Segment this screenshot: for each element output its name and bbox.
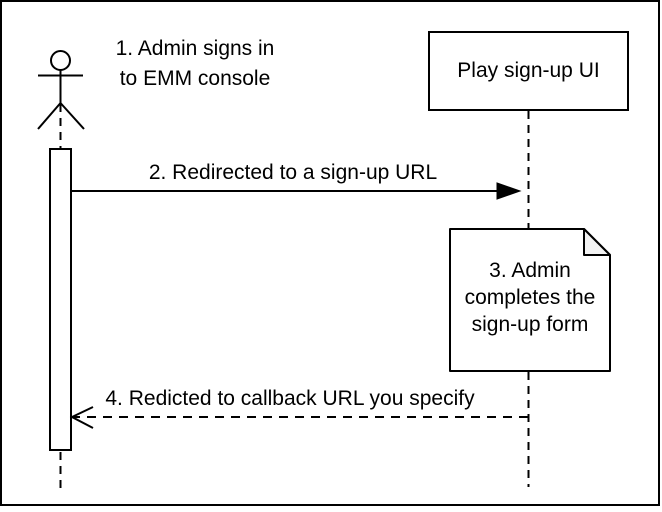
note-outline [449, 228, 611, 372]
actor-head [50, 50, 71, 71]
step2-label: 2. Redirected to a sign-up URL [148, 161, 438, 184]
step1-line2: to EMM console [119, 67, 271, 90]
activation-bar [49, 148, 72, 451]
step3-line2: completes the [464, 286, 596, 309]
message-2-arrowhead [496, 182, 522, 200]
step3-line1: 3. Admin [489, 259, 571, 282]
note-fold [583, 228, 611, 256]
step1-line1: 1. Admin signs in [115, 37, 275, 60]
step4-label: 4. Redicted to callback URL you specify [105, 387, 475, 410]
message-2-arrow [71, 182, 522, 200]
message-4-arrow [69, 406, 528, 429]
participant-label: Play sign-up UI [457, 59, 600, 82]
participant-play-signup-ui: Play sign-up UI [428, 31, 629, 111]
actor-icon [37, 50, 85, 130]
step1-label: 1. Admin signs in to EMM console [95, 34, 295, 94]
actor-leg-right [59, 102, 85, 130]
note-shape [449, 228, 611, 372]
actor-leg-left [37, 102, 62, 130]
step3-label: 3. Admin completes the sign-up form [450, 257, 610, 338]
message-4-arrowhead [69, 406, 94, 429]
step3-line3: sign-up form [471, 313, 589, 336]
